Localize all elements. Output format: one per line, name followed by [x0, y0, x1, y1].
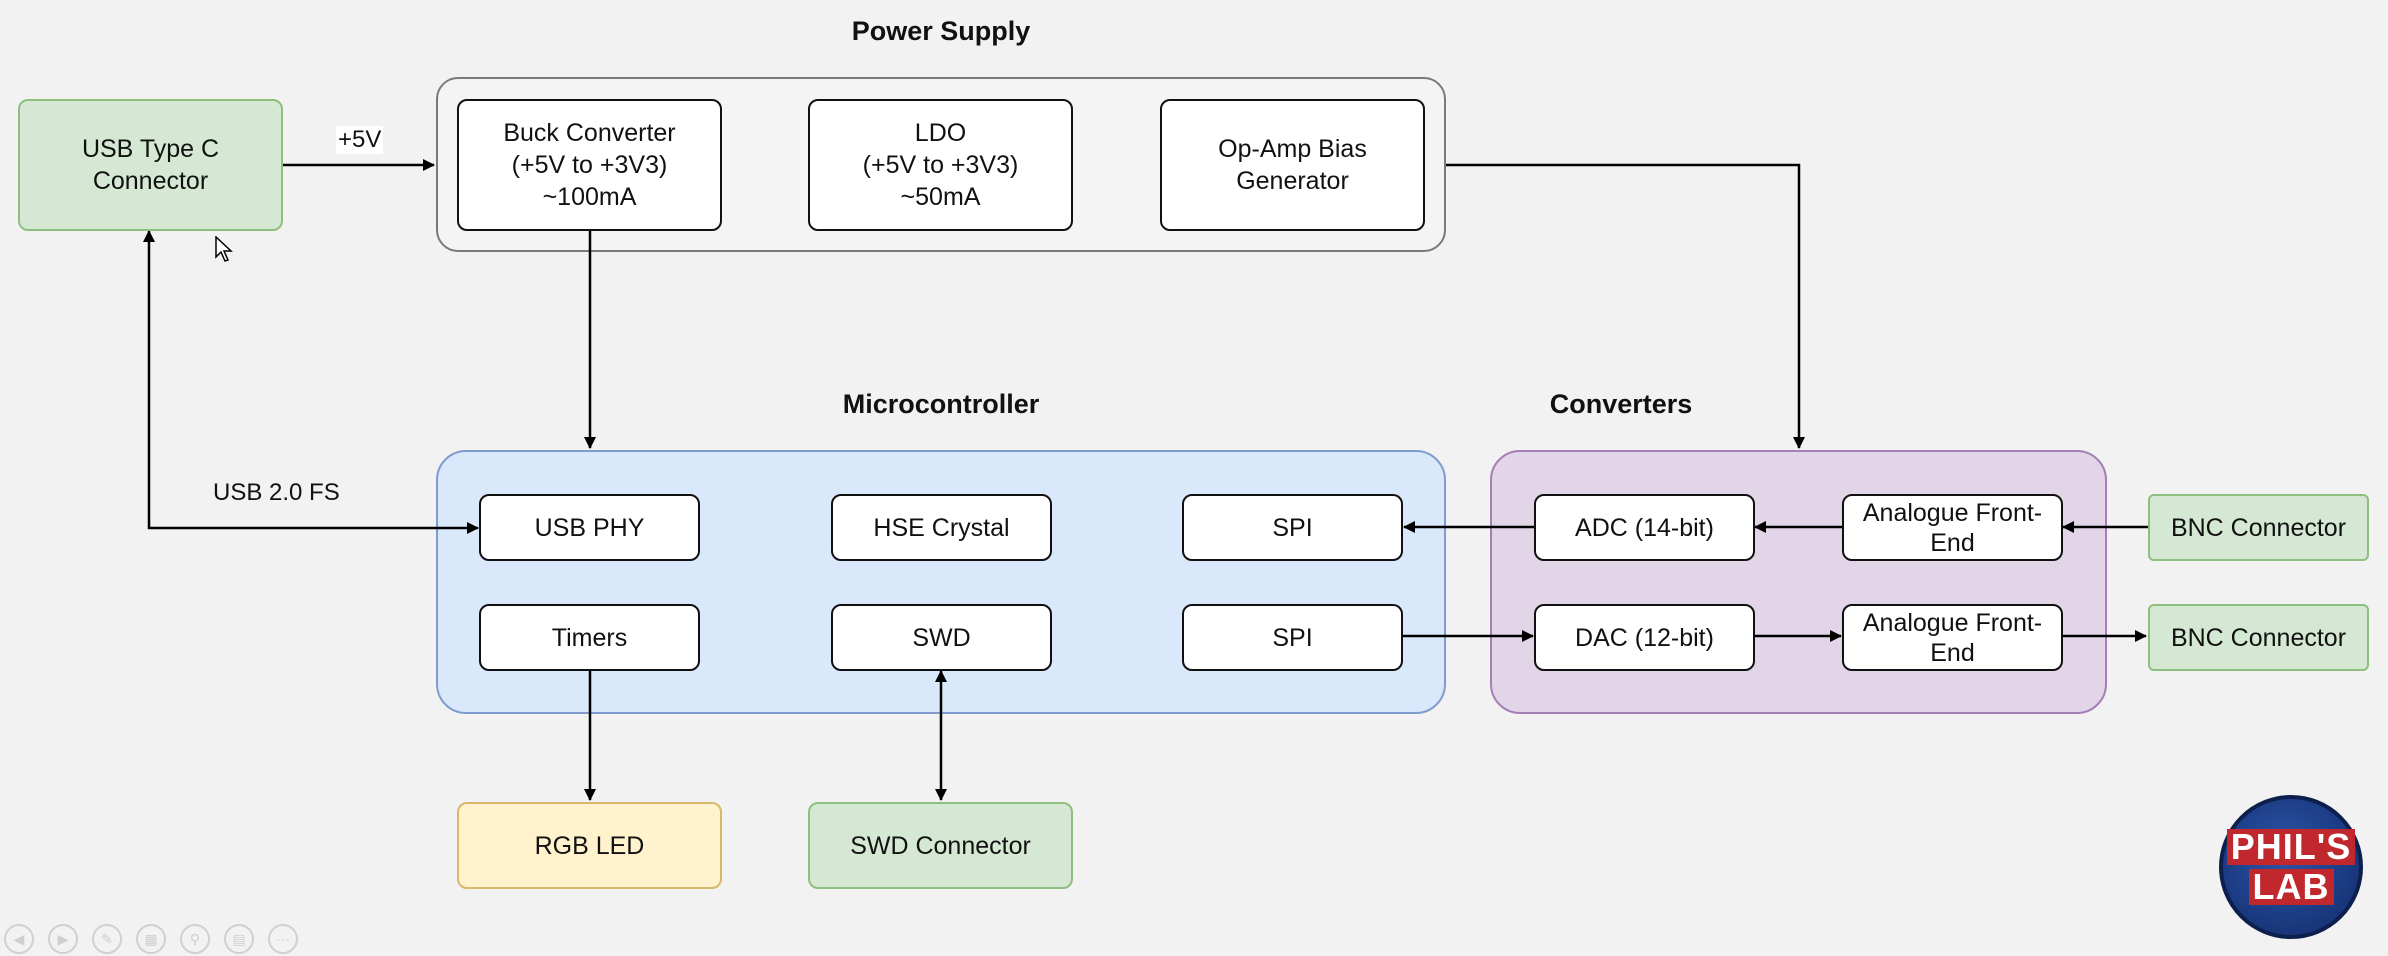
- adc-block[interactable]: ADC (14-bit): [1534, 494, 1755, 561]
- buck-converter-block[interactable]: Buck Converter (+5V to +3V3) ~100mA: [457, 99, 722, 231]
- subtitles-icon[interactable]: ▤: [224, 924, 254, 954]
- rgb-led-block[interactable]: RGB LED: [457, 802, 722, 889]
- usb-type-c-connector-block[interactable]: USB Type C Connector: [18, 99, 283, 231]
- previous-icon[interactable]: ◀: [4, 924, 34, 954]
- presentation-toolbar: ◀ ▶ ✎ ▦ ⚲ ▤ ⋯: [4, 924, 298, 956]
- op-amp-bias-generator-block[interactable]: Op-Amp Bias Generator: [1160, 99, 1425, 231]
- usb-phy-block[interactable]: USB PHY: [479, 494, 700, 561]
- usb-fs-label: USB 2.0 FS: [213, 479, 340, 506]
- spi-tx-block[interactable]: SPI: [1182, 604, 1403, 671]
- timers-block[interactable]: Timers: [479, 604, 700, 671]
- pen-icon[interactable]: ✎: [92, 924, 122, 954]
- more-options-icon[interactable]: ⋯: [268, 924, 298, 954]
- opamp-bias-to-converters-arrow: [1446, 163, 1805, 449]
- next-icon[interactable]: ▶: [48, 924, 78, 954]
- zoom-icon[interactable]: ⚲: [180, 924, 210, 954]
- plus5v-label: +5V: [336, 126, 384, 154]
- usb-phy-to-usb-c-arrow: [143, 230, 479, 534]
- analogue-front-end-out-block[interactable]: Analogue Front- End: [1842, 604, 2063, 671]
- bnc-connector-in-block[interactable]: BNC Connector: [2148, 494, 2369, 561]
- phils-lab-logo: PHIL'S LAB: [2219, 795, 2363, 939]
- bnc-connector-out-block[interactable]: BNC Connector: [2148, 604, 2369, 671]
- logo-line-1: PHIL'S: [2226, 829, 2356, 865]
- slides-grid-icon[interactable]: ▦: [136, 924, 166, 954]
- spi-rx-block[interactable]: SPI: [1182, 494, 1403, 561]
- logo-line-2: LAB: [2248, 869, 2334, 905]
- microcontroller-title: Microcontroller: [842, 389, 1040, 419]
- ldo-block[interactable]: LDO (+5V to +3V3) ~50mA: [808, 99, 1073, 231]
- swd-block[interactable]: SWD: [831, 604, 1052, 671]
- converters-title: Converters: [1549, 389, 1693, 419]
- power-supply-title: Power Supply: [851, 16, 1031, 46]
- mouse-cursor-icon: [215, 236, 233, 262]
- analogue-front-end-in-block[interactable]: Analogue Front- End: [1842, 494, 2063, 561]
- hse-crystal-block[interactable]: HSE Crystal: [831, 494, 1052, 561]
- dac-block[interactable]: DAC (12-bit): [1534, 604, 1755, 671]
- swd-connector-block[interactable]: SWD Connector: [808, 802, 1073, 889]
